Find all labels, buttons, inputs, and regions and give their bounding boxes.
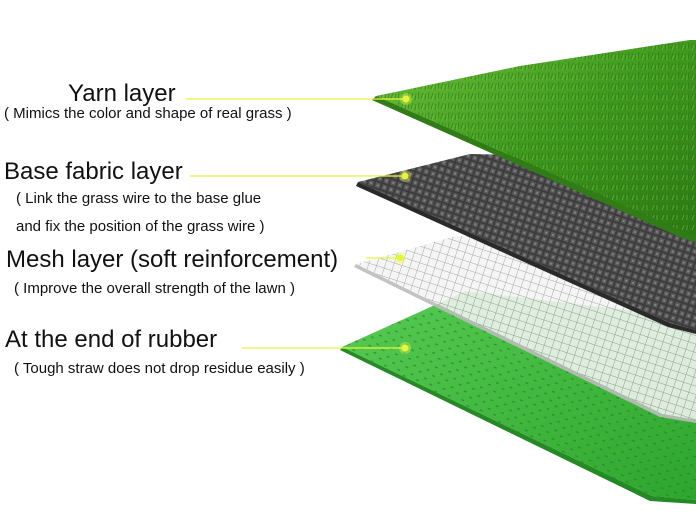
leader-dots [394,93,412,354]
fabric-layer-description-line2: and fix the position of the grass wire ) [16,217,264,237]
fabric-layer-title: Base fabric layer [4,158,183,186]
mesh-layer-title: Mesh layer (soft reinforcement) [6,246,338,274]
yarn-layer-description: ( Mimics the color and shape of real gra… [4,104,292,124]
fabric-layer-description-line1: ( Link the grass wire to the base glue [16,189,261,209]
rubber-layer-title: At the end of rubber [5,326,217,354]
mesh-layer-description: ( Improve the overall strength of the la… [14,279,295,299]
rubber-layer-description: ( Tough straw does not drop residue easi… [14,359,305,379]
